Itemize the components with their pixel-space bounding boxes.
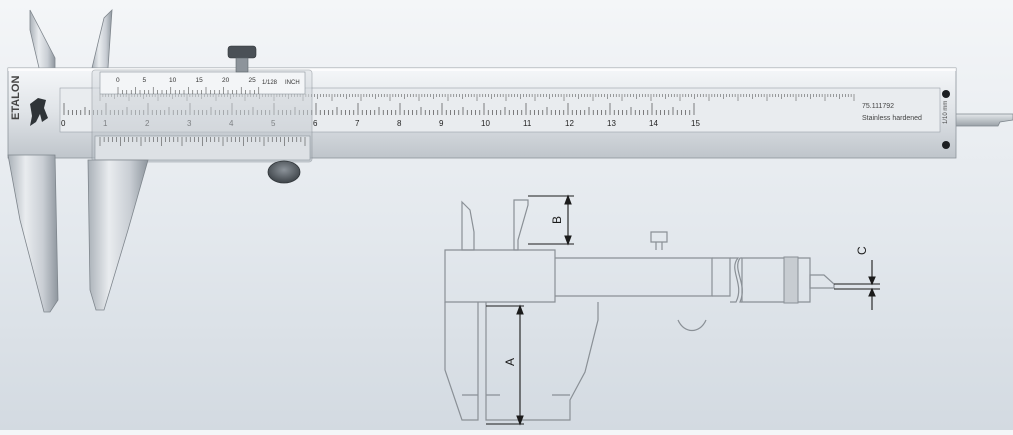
vernier-top-number: 5 <box>143 77 147 84</box>
main-scale-number: 13 <box>607 119 616 128</box>
diagram-lock-screw <box>650 231 668 243</box>
diagram-slider-band <box>783 256 799 304</box>
fixed-outside-jaw <box>7 154 59 313</box>
vernier-top-ticks <box>117 87 260 94</box>
main-scale-number: 14 <box>649 119 658 128</box>
vernier-top-number: 25 <box>249 77 257 84</box>
side-mark: 1/10 mm <box>943 101 949 124</box>
vernier-top-window <box>99 71 306 95</box>
main-scale-number: 8 <box>397 119 402 128</box>
brand-label: ETALON <box>10 76 22 120</box>
main-scale-number: 11 <box>523 119 532 128</box>
dimension-label-a: A <box>503 358 517 366</box>
vernier-top-number: 0 <box>116 77 120 84</box>
diagram-sliding-outside-jaw <box>485 302 599 421</box>
diagram-fixed-inside-jaw <box>461 200 475 251</box>
main-scale-number: 7 <box>355 119 360 128</box>
sliding-inside-jaw <box>91 8 113 69</box>
fixed-inside-jaw <box>29 9 56 73</box>
main-scale-number: 12 <box>565 119 574 128</box>
horse-logo <box>30 98 48 126</box>
diagram-beam <box>444 249 556 303</box>
rivet-bottom <box>942 141 950 149</box>
vernier-top-number: 20 <box>222 77 230 84</box>
depth-rod <box>954 113 1013 127</box>
vernier-bottom-ticks <box>99 137 306 146</box>
dimension-diagram <box>444 199 835 421</box>
rivet-top <box>942 90 950 98</box>
vernier-top-number: 15 <box>196 77 204 84</box>
vernier-top-unit-mm: 1/128 <box>262 80 278 86</box>
main-scale-number: 15 <box>691 119 700 128</box>
main-scale-number: 10 <box>481 119 490 128</box>
diagram-fixed-outside-jaw <box>444 302 479 421</box>
diagram-sliding-inside-jaw <box>513 199 529 251</box>
material-label: Stainless hardened <box>862 115 922 122</box>
main-scale-number: 6 <box>313 119 318 128</box>
dimension-arrows <box>486 194 880 426</box>
model-number: 75.111792 <box>862 103 894 110</box>
dimension-label-c: C <box>855 246 869 255</box>
lock-screw <box>227 45 257 59</box>
vernier-top-number: 10 <box>169 77 177 84</box>
vernier-top-unit-inch: INCH <box>285 80 300 86</box>
main-scale-number: 9 <box>439 119 444 128</box>
dimension-label-b: B <box>550 216 564 224</box>
thumb-wheel <box>267 160 301 184</box>
vernier-top-numbers: 0 5 10 15 20 25 <box>116 77 256 84</box>
sliding-outside-jaw <box>87 159 149 311</box>
main-scale-number: 0 <box>61 119 66 128</box>
